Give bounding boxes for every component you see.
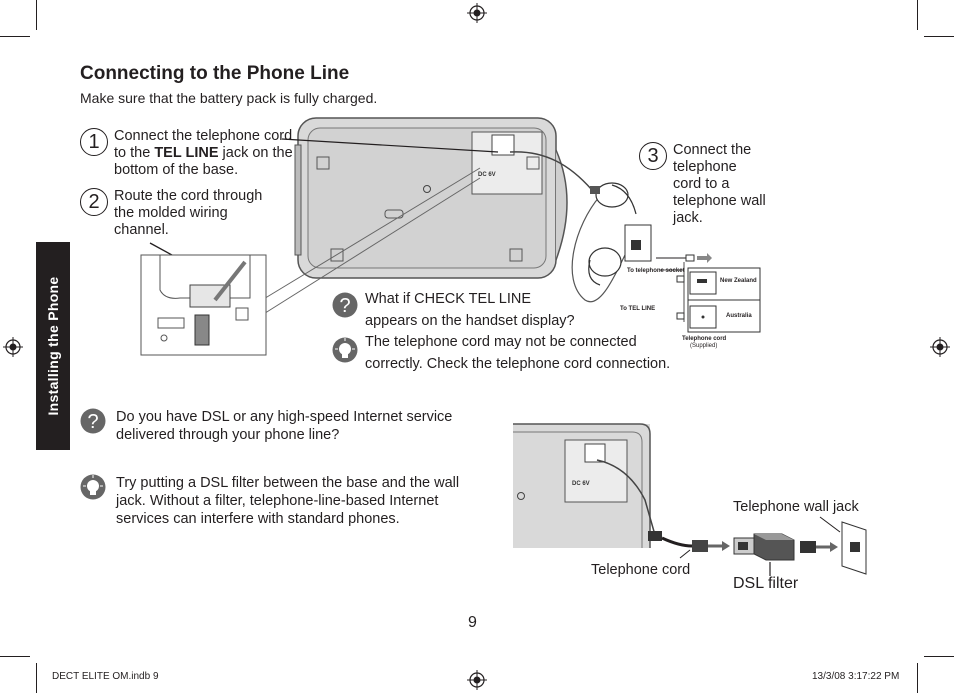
page-number: 9 xyxy=(468,614,477,631)
answer-line: correctly. Check the telephone cord conn… xyxy=(365,355,671,372)
step-number-3: 3 xyxy=(639,142,667,170)
australia-label: Australia xyxy=(726,313,752,319)
crop-mark xyxy=(36,0,37,30)
supplied-label: (Supplied) xyxy=(690,343,717,349)
step-2-text: Route the cord through the molded wiring… xyxy=(114,188,263,238)
telephone-wall-jack-label: Telephone wall jack xyxy=(733,499,859,515)
answer-line: The telephone cord may not be connected xyxy=(365,334,637,350)
question-line: appears on the handset display? xyxy=(365,312,575,329)
to-tel-line-label: To TEL LINE xyxy=(620,306,655,312)
svg-text:?: ? xyxy=(339,295,350,317)
tel-line-label: TEL LINE xyxy=(154,145,219,161)
page-subtitle: Make sure that the battery pack is fully… xyxy=(80,90,378,106)
step-number-1: 1 xyxy=(80,128,108,156)
step-1-text: Connect the telephone cord to the TEL LI… xyxy=(114,128,294,179)
dsl-answer: Try putting a DSL filter between the bas… xyxy=(116,475,460,527)
crop-mark xyxy=(917,0,918,30)
registration-mark-icon xyxy=(467,3,487,23)
registration-mark-icon xyxy=(3,337,23,357)
step-3-text: Connect the telephone cord to a telephon… xyxy=(673,142,766,226)
page-title: Connecting to the Phone Line xyxy=(80,63,350,84)
step-number-2: 2 xyxy=(80,188,108,216)
section-side-tab: Installing the Phone xyxy=(36,242,70,450)
crop-mark xyxy=(924,656,954,657)
question-line: What if CHECK TEL LINE xyxy=(365,291,531,307)
question-icon: ? xyxy=(80,408,106,434)
crop-mark xyxy=(0,36,30,37)
lightbulb-tip-icon xyxy=(80,474,106,500)
crop-mark xyxy=(924,36,954,37)
dsl-question: Do you have DSL or any high-speed Intern… xyxy=(116,409,453,443)
check-tel-line-question: What if CHECK TEL LINE appears on the ha… xyxy=(365,289,670,375)
lightbulb-tip-icon xyxy=(332,337,358,363)
crop-mark xyxy=(917,663,918,693)
footer-file: DECT ELITE OM.indb 9 xyxy=(52,671,159,682)
svg-text:?: ? xyxy=(87,411,98,433)
to-telephone-socket-label: To telephone socket xyxy=(627,268,685,274)
question-icon: ? xyxy=(332,292,358,318)
crop-mark xyxy=(36,663,37,693)
footer-datetime: 13/3/08 3:17:22 PM xyxy=(812,671,900,682)
dsl-filter-label: DSL filter xyxy=(733,575,799,592)
step-1-text-part: Connect the telephone cord to the xyxy=(114,128,293,161)
new-zealand-label: New Zealand xyxy=(720,278,757,284)
registration-mark-icon xyxy=(930,337,950,357)
step-1-text-part: jack on the bottom of the base. xyxy=(114,145,293,178)
crop-mark xyxy=(0,656,30,657)
registration-mark-icon xyxy=(467,670,487,690)
telephone-cord-label: Telephone cord xyxy=(591,562,691,578)
telephone-cord-supplied-label: Telephone cord xyxy=(682,336,727,342)
svg-text:DC 6V: DC 6V xyxy=(572,481,590,487)
svg-text:DC 6V: DC 6V xyxy=(478,172,496,178)
